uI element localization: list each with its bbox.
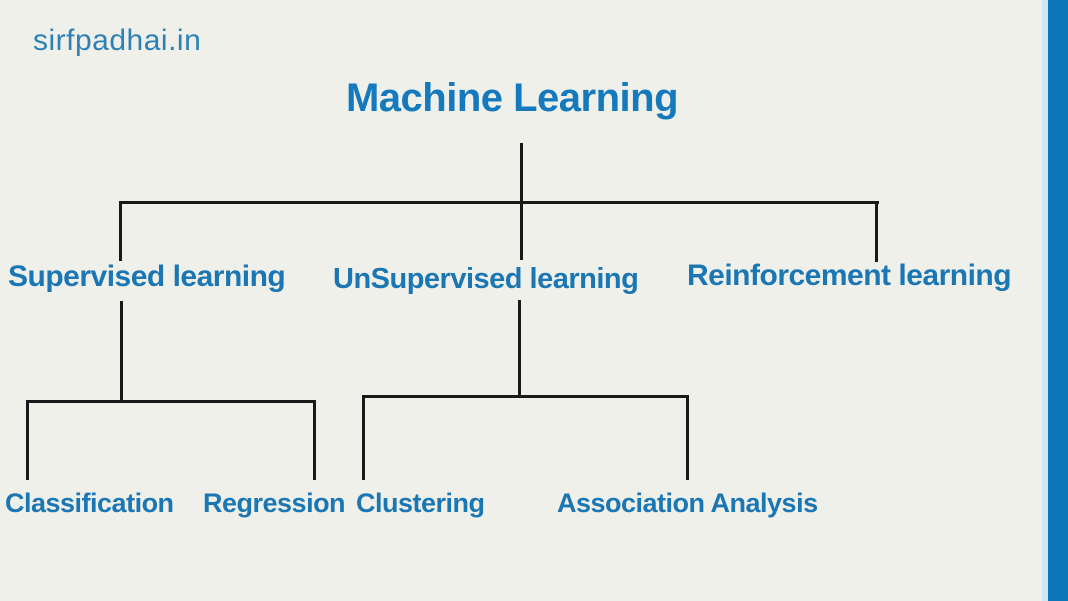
node-unsupervised-learning: UnSupervised learning	[333, 263, 639, 295]
site-watermark: sirfpadhai.in	[33, 24, 202, 57]
connector-level1-drop-right	[875, 201, 878, 262]
node-supervised-learning: Supervised learning	[8, 260, 286, 293]
root-node-machine-learning: Machine Learning	[345, 76, 679, 120]
connector-supervised-drop-right	[313, 400, 316, 480]
node-classification: Classification	[5, 488, 174, 518]
connector-level1-rail	[119, 201, 879, 204]
node-clustering: Clustering	[356, 488, 485, 518]
node-reinforcement-learning: Reinforcement learning	[687, 259, 1012, 292]
connector-unsupervised-stem	[518, 300, 521, 398]
right-edge-light-strip	[1042, 0, 1048, 601]
connector-level1-drop-left	[119, 201, 122, 261]
connector-unsupervised-rail	[362, 395, 689, 398]
node-association-analysis: Association Analysis	[557, 488, 818, 518]
connector-supervised-drop-left	[26, 400, 29, 480]
connector-unsupervised-drop-right	[686, 395, 689, 480]
connector-unsupervised-drop-left	[362, 395, 365, 480]
connector-supervised-stem	[120, 301, 123, 402]
connector-supervised-rail	[26, 400, 316, 403]
node-regression: Regression	[203, 488, 346, 518]
right-edge-blue-bar	[1048, 0, 1068, 601]
